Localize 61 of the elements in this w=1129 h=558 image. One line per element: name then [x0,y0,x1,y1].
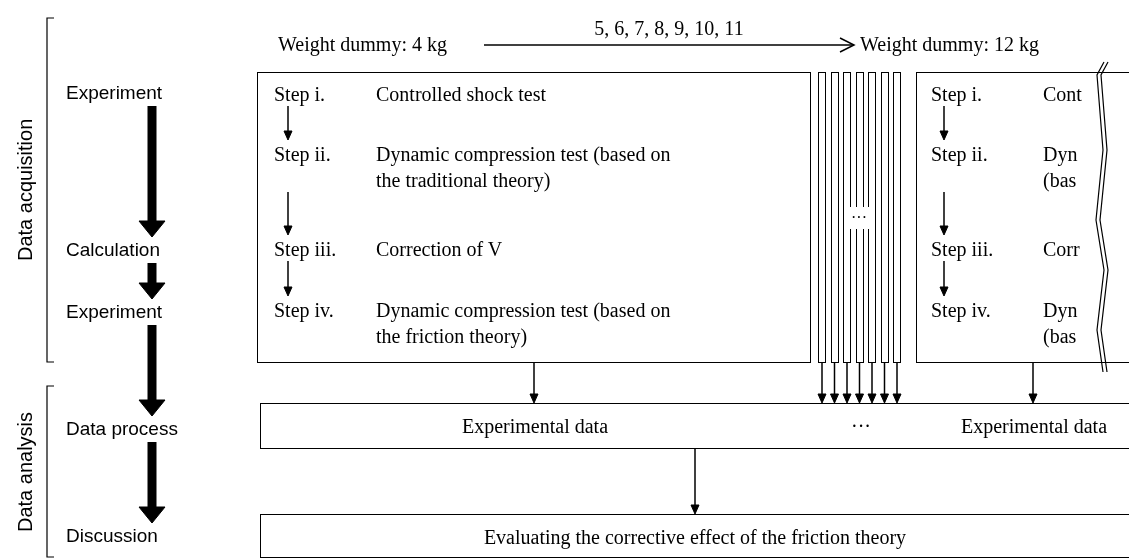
test-box [868,72,876,363]
step-number: Step ii. [931,142,988,167]
step-number: Step iii. [274,237,337,262]
step-number: Step i. [274,82,326,107]
step-number: Step iv. [931,298,991,323]
arrow [690,448,700,515]
weight-label: Weight dummy: 12 kg [860,33,1039,55]
arrow [939,105,949,141]
data-label: Experimental data [961,414,1107,439]
test-box [880,72,889,363]
arrow [283,105,293,141]
block-arrow [138,325,166,417]
arrow [842,362,852,404]
step-description: Dyn (bas [1043,142,1079,193]
stage-label: Calculation [66,239,160,260]
data-box [260,403,1129,449]
step-description: Dyn (bas [1043,298,1079,349]
step-description: Cont [1043,82,1083,107]
arrow [283,260,293,297]
block-arrow [138,106,166,238]
arrow [483,37,855,53]
result-box [260,514,1129,558]
arrow [830,362,839,404]
test-box [830,72,839,363]
step-number: Step ii. [274,142,331,167]
test-box [893,72,901,363]
test-box [855,72,864,363]
arrow [529,362,539,404]
arrow [283,191,293,236]
test-box [818,72,826,363]
step-description: Correction of V [376,237,504,262]
block-arrow [138,442,166,524]
block-arrow [138,263,166,300]
arrow [867,362,877,404]
section-label: Data acquisition [12,117,37,264]
arrow [1028,362,1038,404]
arrow [817,362,827,404]
arrow [892,362,902,404]
result-text: Evaluating the corrective effect of the friction theory [483,525,907,550]
step-number: Step i. [931,82,983,107]
stage-label: Data process [66,418,178,439]
data-label: Experimental data [462,414,608,439]
arrow [880,362,889,404]
step-number: Step iii. [931,237,994,262]
weight-label: Weight dummy: 4 kg [278,33,447,55]
step-description: Controlled shock test [376,82,547,107]
step-description: Corr [1043,237,1081,262]
arrow [939,260,949,297]
step-description: Dynamic compression test (based on the traditional theory) [376,142,672,193]
data-label: ··· [851,414,871,439]
test-box [916,72,1129,363]
test-box [257,72,811,363]
test-box [843,72,851,363]
section-label: Data analysis [12,410,37,534]
stage-label: Experiment [66,82,163,103]
arrow [939,191,949,236]
step-number: Step iv. [274,298,334,323]
step-description: Dynamic compression test (based on the friction theory) [376,298,672,349]
arrow [855,362,864,404]
stage-label: Experiment [66,301,163,322]
stage-label: Discussion [66,525,158,546]
